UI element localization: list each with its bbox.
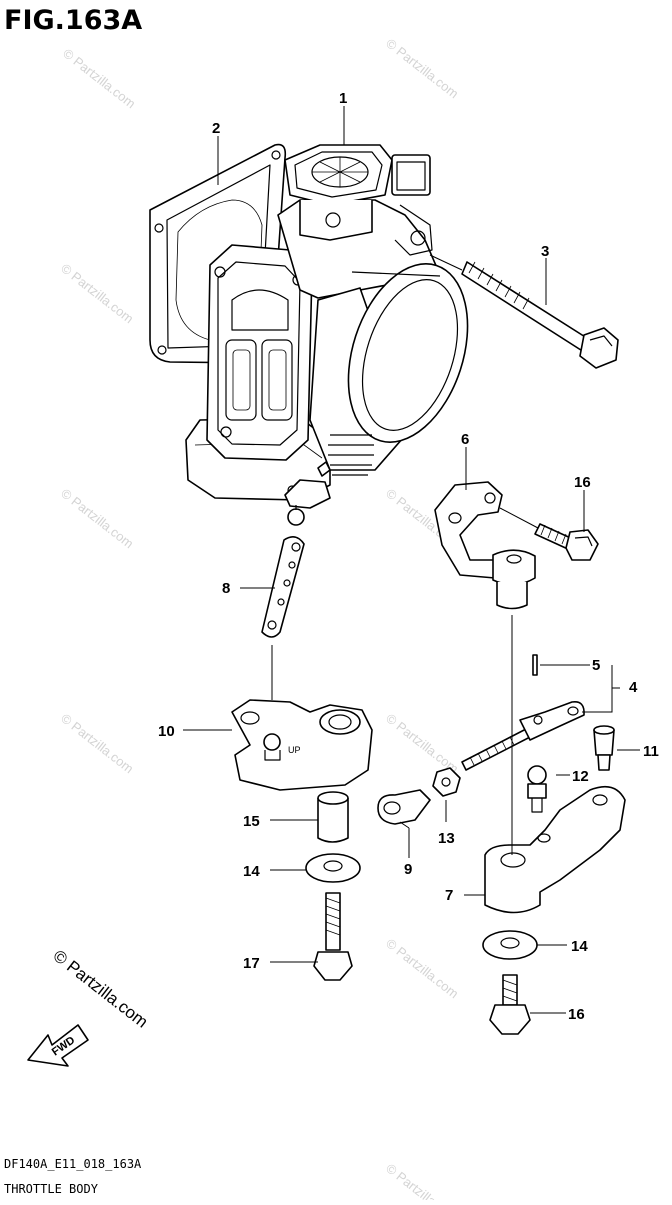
watermark: © Partzilla.com — [58, 486, 136, 552]
part-rod-end-9 — [377, 789, 431, 825]
callout-17: 17 — [243, 955, 260, 972]
part-rod-assembly-4 — [461, 654, 585, 771]
watermark: © Partzilla.com — [383, 936, 461, 1002]
part-nut-13 — [432, 767, 461, 797]
linkage-spring — [328, 434, 374, 476]
part-lever-10: UP — [231, 699, 373, 791]
callout-4: 4 — [629, 679, 638, 696]
part-bolt-3 — [429, 254, 619, 369]
callout-8: 8 — [222, 580, 230, 597]
part-washer-14-left — [305, 853, 361, 883]
callout-16-upper: 16 — [574, 474, 591, 491]
callout-10: 10 — [158, 723, 175, 740]
part-washer-14-right — [482, 930, 538, 960]
part-throttle-position-sensor — [284, 144, 433, 256]
callout-14-right: 14 — [571, 938, 588, 955]
watermark: © Partzilla.com — [58, 711, 136, 777]
watermark: © Partzilla.com — [383, 711, 461, 777]
part-bolt-17 — [313, 892, 353, 981]
callout-13: 13 — [438, 830, 455, 847]
callout-6: 6 — [461, 431, 469, 448]
watermark: © Partzilla.com — [383, 36, 461, 102]
part-bolt-16-lower — [489, 974, 531, 1035]
watermark: © Partzilla.com — [60, 46, 138, 112]
fwd-arrow: FWD — [27, 1024, 89, 1067]
callout-14-left: 14 — [243, 863, 260, 880]
callout-15: 15 — [243, 813, 260, 830]
watermark: © Partzilla.com — [383, 1161, 461, 1200]
part-ball-stud-12 — [527, 765, 547, 813]
callout-16-lower: 16 — [568, 1006, 585, 1023]
lever-up-marking: UP — [288, 745, 301, 755]
drawing-code: DF140A_E11_018_163A — [4, 1157, 142, 1171]
part-bracket-6 — [434, 481, 536, 610]
part-collar-15 — [317, 791, 349, 843]
part-throttle-body — [185, 144, 469, 526]
callout-2: 2 — [212, 120, 220, 137]
callout-12: 12 — [572, 768, 589, 785]
part-pin-bolt-11 — [593, 725, 615, 771]
corner-watermark: © Partzilla.com — [50, 946, 152, 1032]
callout-1: 1 — [339, 90, 347, 107]
watermark: © Partzilla.com — [58, 261, 136, 327]
part-pin-5 — [532, 654, 538, 676]
callout-3: 3 — [541, 243, 549, 260]
part-rod-8 — [261, 536, 305, 700]
figure-title: FIG.163A — [4, 5, 142, 36]
leader-lines — [183, 106, 640, 1014]
callout-7: 7 — [445, 887, 453, 904]
callout-11: 11 — [643, 743, 659, 760]
part-lever-7 — [484, 615, 626, 914]
part-bolt-16-upper — [499, 507, 599, 561]
figure-caption: THROTTLE BODY — [4, 1182, 99, 1196]
callout-5: 5 — [592, 657, 600, 674]
callout-9: 9 — [404, 861, 412, 878]
